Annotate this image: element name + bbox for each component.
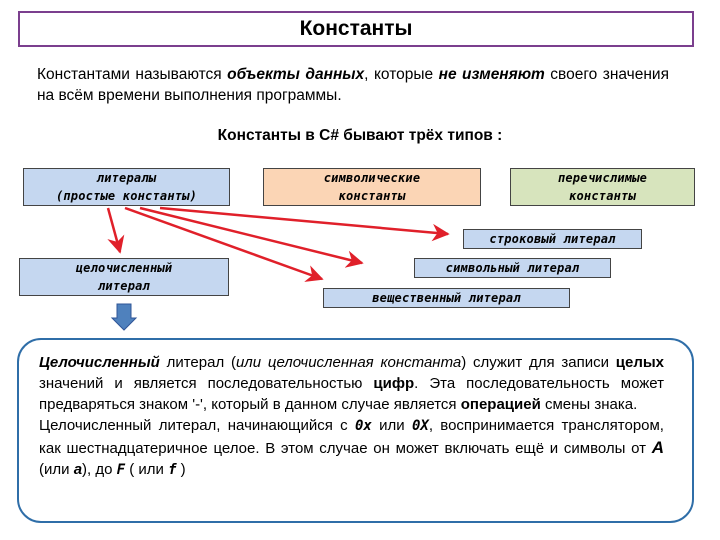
intro-text-1: Константами называются (37, 66, 228, 83)
desc-text: ), до (82, 461, 117, 478)
intro-paragraph: Константами называются объекты данных, к… (37, 64, 669, 106)
desc-text: Целочисленный литерал, начинающийся с (39, 417, 355, 434)
arrow-to-char-literal (139, 206, 364, 268)
intro-emph-1: объекты данных (227, 66, 365, 83)
types-heading: Константы в C# бывают трёх типов : (217, 127, 503, 144)
description-paragraph-1: Целочисленный литерал (или целочисленная… (39, 352, 664, 415)
desc-bold: целых (615, 354, 664, 371)
description-paragraph-2: Целочисленный литерал, начинающийся с 0x… (39, 415, 664, 481)
desc-text: , воспринимается транслятором, как шестн… (39, 417, 664, 457)
desc-letter: f (168, 462, 177, 478)
intro-text-2: , которые (364, 66, 439, 83)
symbolic-constants-label: символические константы (323, 171, 421, 203)
desc-bold: операцией (460, 396, 541, 413)
down-arrow-icon (110, 303, 138, 331)
intro-emph-2: не изменяют (438, 66, 545, 83)
literals-box: литералы (простые константы) (23, 168, 230, 206)
real-literal-box: вещественный литерал (323, 288, 570, 308)
desc-text: . Эта последовательность может предварят… (39, 375, 664, 413)
arrow-to-real-literal (124, 206, 324, 282)
real-literal-label: вещественный литерал (372, 291, 521, 305)
integer-literal-label: целочисленный литерал (75, 261, 173, 293)
desc-italic: или целочисленная константа (235, 354, 462, 371)
desc-code: 0x (354, 418, 372, 434)
enum-constants-label: перечислимые константы (557, 171, 648, 203)
string-literal-box: строковый литерал (463, 229, 642, 249)
string-literal-label: строковый литерал (489, 232, 616, 246)
desc-text: литерал ( (159, 354, 236, 371)
desc-text: ) (176, 461, 186, 478)
literals-label: литералы (простые константы) (55, 171, 198, 203)
char-literal-label: символьный литерал (445, 261, 580, 275)
desc-term: Целочисленный (39, 354, 160, 371)
desc-letter: F (116, 462, 126, 478)
desc-text: ( или (125, 461, 169, 478)
integer-literal-description: Целочисленный литерал (или целочисленная… (17, 338, 694, 523)
enum-constants-box: перечислимые константы (510, 168, 695, 206)
slide-title: Константы (18, 11, 694, 47)
integer-literal-box: целочисленный литерал (19, 258, 229, 296)
symbolic-constants-box: символические константы (263, 168, 481, 206)
intro-text-3: своего значения на всём времени выполнен… (37, 66, 669, 104)
arrow-to-integer-literal (106, 207, 125, 254)
desc-letter: A (651, 438, 664, 457)
desc-code: 0X (411, 418, 429, 434)
desc-text: ) служит для записи (461, 354, 616, 371)
desc-text: смены знака. (540, 396, 638, 413)
desc-text: или (371, 417, 412, 434)
desc-letter: a (73, 461, 83, 478)
desc-text: значений и является последовательностью (39, 375, 374, 392)
char-literal-box: символьный литерал (414, 258, 611, 278)
title-text: Константы (299, 17, 413, 40)
desc-bold: цифр (373, 375, 415, 392)
arrow-to-string-literal (159, 206, 450, 242)
desc-text: (или (39, 461, 74, 478)
